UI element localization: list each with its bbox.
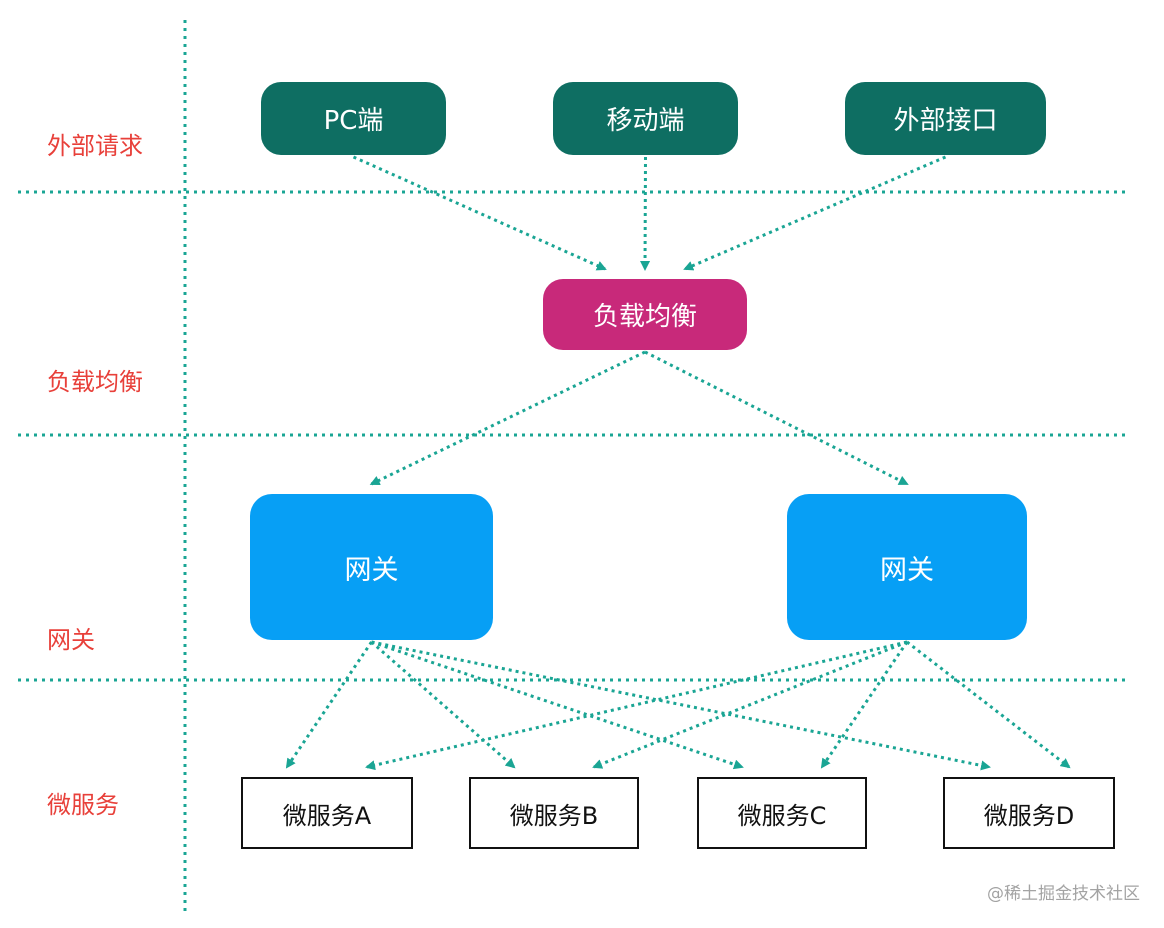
layer-label-gateway: 网关 bbox=[47, 626, 95, 654]
edge-gateway_1-to-svc_d bbox=[371, 640, 991, 771]
edge-gateway_1-to-svc_c bbox=[371, 640, 744, 770]
external-api-node[interactable]: 外部接口 bbox=[845, 82, 1046, 155]
layer-label-microservice: 微服务 bbox=[47, 791, 119, 819]
edge-pc-to-lb bbox=[352, 155, 607, 271]
edge-gateway_2-to-svc_a bbox=[365, 640, 908, 771]
edge-gateway_1-to-svc_a bbox=[285, 641, 373, 769]
microservice-c-node[interactable]: 微服务C bbox=[697, 777, 867, 849]
edges-group bbox=[285, 155, 1071, 771]
edge-lb-to-gateway_2 bbox=[644, 350, 909, 486]
microservice-d-node[interactable]: 微服务D bbox=[943, 777, 1115, 849]
load-balancer-node[interactable]: 负载均衡 bbox=[543, 279, 747, 350]
microservice-b-node[interactable]: 微服务B bbox=[469, 777, 639, 849]
edge-gateway_2-to-svc_b bbox=[592, 640, 908, 769]
gateway-node-2[interactable]: 网关 bbox=[787, 494, 1027, 640]
edge-lb-to-gateway_1 bbox=[369, 350, 646, 486]
watermark: @稀土掘金技术社区 bbox=[987, 884, 1140, 904]
gateway-node-1[interactable]: 网关 bbox=[250, 494, 493, 640]
mobile-client-node[interactable]: 移动端 bbox=[553, 82, 738, 155]
edge-mobile-to-lb bbox=[640, 156, 651, 271]
layer-label-load-balancer: 负载均衡 bbox=[47, 368, 143, 396]
edge-gateway_2-to-svc_d bbox=[906, 640, 1071, 769]
edge-external_api-to-lb bbox=[683, 155, 947, 271]
pc-client-node[interactable]: PC端 bbox=[261, 82, 446, 155]
layer-label-external: 外部请求 bbox=[47, 132, 143, 160]
microservice-a-node[interactable]: 微服务A bbox=[241, 777, 413, 849]
